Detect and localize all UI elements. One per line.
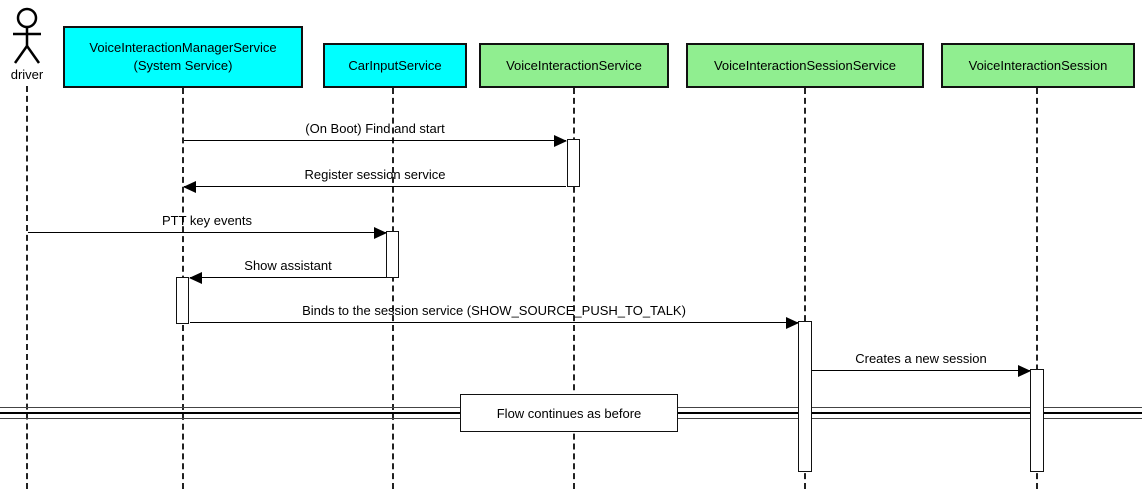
lifeline-carinputservice [392, 88, 394, 489]
arrowhead-left-icon [189, 272, 202, 284]
arrowhead-right-icon [786, 317, 799, 329]
message-creates-new-session: Creates a new session [812, 351, 1031, 377]
participant-voiceinteractionsession: VoiceInteractionSession [941, 43, 1135, 88]
message-label: (On Boot) Find and start [305, 121, 445, 136]
lifeline-voiceinteractionsessionservice [804, 88, 806, 489]
message-binds-to-session-service: Binds to the session service (SHOW_SOURC… [190, 303, 799, 329]
lifeline-voiceinteractionsession [1036, 88, 1038, 489]
message-label: PTT key events [161, 213, 253, 228]
arrowhead-right-icon [1018, 365, 1031, 377]
actor-driver-icon [13, 7, 41, 64]
message-line [184, 186, 566, 187]
activation-voiceinteractionsession [1030, 369, 1044, 472]
message-label: Show assistant [244, 258, 332, 273]
message-ptt-key-events: PTT key events [28, 213, 387, 239]
message-line [28, 232, 386, 233]
message-label: Register session service [304, 167, 446, 182]
actor-driver-label: driver [10, 67, 44, 82]
participant-carinputservice: CarInputService [323, 43, 467, 88]
activation-carinputservice [386, 231, 399, 278]
participant-voiceinteractionmanagerservice: VoiceInteractionManagerService (System S… [63, 26, 303, 88]
message-on-boot-find-and-start: (On Boot) Find and start [184, 121, 567, 147]
arrowhead-left-icon [183, 181, 196, 193]
lifeline-voiceinteractionservice [573, 88, 575, 489]
message-line [812, 370, 1030, 371]
message-line [190, 277, 386, 278]
message-register-session-service: Register session service [183, 167, 566, 193]
divider-flow-continues: Flow continues as before [460, 394, 678, 432]
message-label: Binds to the session service (SHOW_SOURC… [302, 303, 686, 318]
message-line [184, 140, 566, 141]
arrowhead-right-icon [554, 135, 567, 147]
activation-voiceinteractionservice [567, 139, 580, 187]
lifeline-driver [26, 86, 28, 489]
arrowhead-right-icon [374, 227, 387, 239]
participant-voiceinteractionsessionservice: VoiceInteractionSessionService [686, 43, 924, 88]
message-label: Creates a new session [855, 351, 987, 366]
activation-voiceinteractionsessionservice [798, 321, 812, 472]
activation-voiceinteractionmanagerservice [176, 277, 189, 324]
message-line [190, 322, 798, 323]
message-show-assistant: Show assistant [189, 258, 386, 284]
participant-voiceinteractionservice: VoiceInteractionService [479, 43, 669, 88]
